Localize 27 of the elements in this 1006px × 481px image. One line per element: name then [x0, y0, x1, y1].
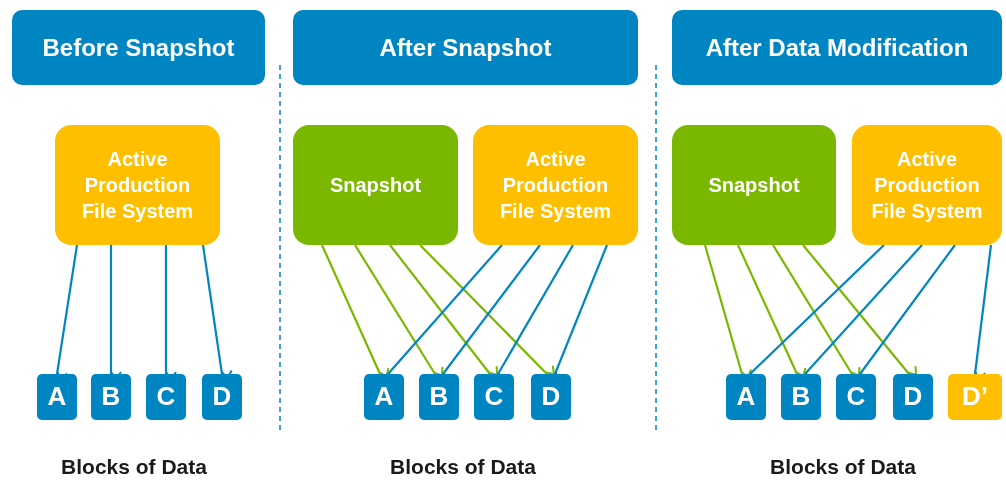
group-caption: Blocks of Data [61, 455, 207, 479]
file-system-box: Active Production File System [473, 125, 638, 245]
data-block: C [836, 374, 876, 420]
arrow [419, 244, 556, 376]
arrow [772, 244, 861, 377]
snapshot-box: Snapshot [672, 125, 836, 245]
data-block: B [419, 374, 459, 420]
section-header: Before Snapshot [12, 10, 265, 85]
group-caption: Blocks of Data [770, 455, 916, 479]
data-block: A [37, 374, 77, 420]
data-block: C [474, 374, 514, 420]
data-block: D [202, 374, 242, 420]
section-header: After Data Modification [672, 10, 1002, 85]
modified-data-block: D’ [948, 374, 1002, 420]
data-block: D [531, 374, 571, 420]
data-block: C [146, 374, 186, 420]
snapshot-box: Snapshot [293, 125, 458, 245]
group-caption: Blocks of Data [390, 455, 536, 479]
data-block: A [364, 374, 404, 420]
data-block: D [893, 374, 933, 420]
file-system-box: Active Production File System [852, 125, 1002, 245]
arrow [354, 244, 444, 377]
data-block: A [726, 374, 766, 420]
section-header: After Snapshot [293, 10, 638, 85]
data-block: B [91, 374, 131, 420]
file-system-box: Active Production File System [55, 125, 220, 245]
data-block: B [781, 374, 821, 420]
